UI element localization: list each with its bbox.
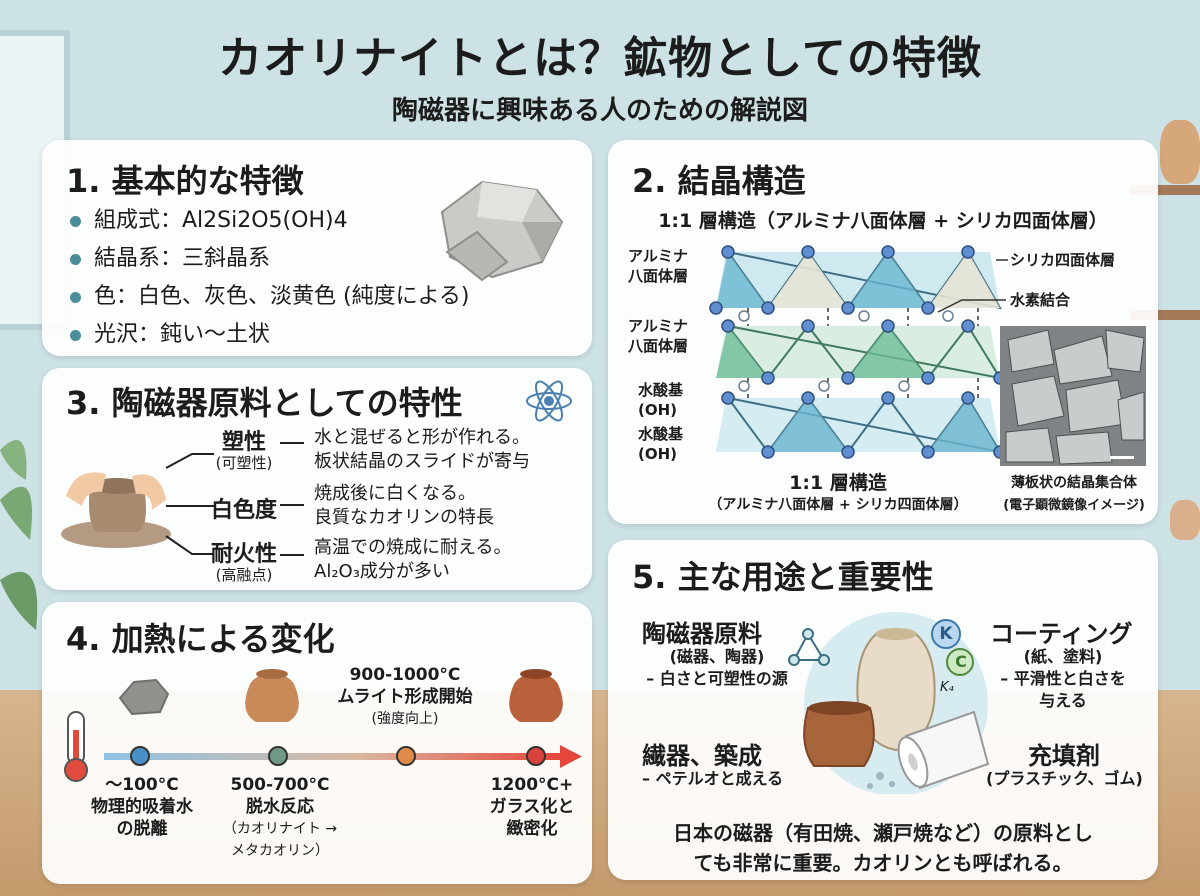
element-c-icon: C	[955, 652, 967, 671]
stage-temp: 〜100°C	[105, 775, 179, 795]
pottery-wheel-illustration	[61, 472, 171, 548]
use-title: 繊器、築成	[642, 742, 762, 770]
importance-note: 日本の磁器（有田焼、瀬戸焼など）の原料とし ても非常に重要。カオリンとも呼ばれる…	[673, 821, 1093, 875]
stage-desc: 物理的吸着水 の脱離	[91, 797, 193, 839]
structure-caption-sub: （アルミナ八面体層 + シリカ四面体層）	[708, 497, 968, 513]
background-pottery	[1170, 500, 1200, 540]
panel-ceramic-properties: 3. 陶磁器原料としての特性 塑性 (可塑性) 水と混ぜると形が作れる。 板状結…	[42, 368, 592, 590]
timeline-point	[268, 746, 288, 766]
label-hydroxyl: 水酸基 (OH)	[638, 425, 684, 463]
background-plant	[0, 440, 38, 630]
background-shelf	[1130, 185, 1200, 195]
use-desc: (磁器、陶器) – 白さと可塑性の源	[646, 647, 788, 688]
property-sub: (可塑性)	[215, 454, 273, 472]
use-title: コーティング	[990, 620, 1133, 648]
timeline-point	[526, 746, 546, 766]
stage-note: (強度向上)	[371, 711, 439, 727]
property-desc: 水と混ぜると形が作れる。 板状結晶のスライドが寄与	[314, 427, 530, 472]
label-silica-layer: シリカ四面体層	[1010, 251, 1116, 269]
element-k4-icon: K₄	[940, 680, 954, 695]
stage-label-4: 1200°C+ ガラス化と 緻密化	[472, 774, 592, 840]
property-name: 白色度	[210, 498, 277, 523]
section-title: 4. 加熱による変化	[66, 620, 335, 658]
stage-temp: 500-700°C	[230, 775, 330, 795]
label-hydroxyl: 水酸基 (OH)	[638, 381, 684, 419]
dash-divider	[280, 504, 304, 506]
page-subtitle: 陶磁器に興味ある人のための解説図	[391, 96, 808, 126]
panel-crystal-structure: 2. 結晶構造 1:1 層構造（アルミナ八面体層 + シリカ四面体層）	[608, 140, 1158, 524]
use-title: 陶磁器原料	[642, 620, 762, 648]
section-title: 2. 結晶構造	[632, 162, 806, 200]
stage-temp: 900-1000°C	[349, 665, 461, 685]
heating-timeline-graphic	[64, 669, 582, 782]
structure-caption: 1:1 層構造	[789, 472, 887, 494]
page-title: カオリナイトとは？鉱物としての特徴	[218, 33, 982, 84]
use-desc: – ペテルオと成える	[642, 769, 784, 788]
use-title: 充填剤	[1028, 742, 1100, 770]
feature-list: 組成式：Al2Si2O5(OH)4 結晶系：三斜晶系 色：白色、灰色、淡黄色 (…	[70, 202, 470, 354]
label-hydrogen-bond: 水素結合	[1010, 291, 1071, 309]
property-desc: 焼成後に白くなる。 良質なカオリンの特長	[314, 483, 494, 528]
sem-caption: 薄板状の結晶集合体	[1011, 475, 1137, 491]
section-title: 1. 基本的な特徴	[66, 162, 304, 200]
feature-item: 結晶系：三斜晶系	[70, 240, 470, 278]
stage-label-3: 900-1000°C ムライト形成開始 (強度向上)	[320, 664, 490, 730]
property-desc: 高温での焼成に耐える。 Al₂O₃成分が多い	[314, 537, 512, 582]
use-desc: (プラスチック、ゴム)	[986, 769, 1143, 788]
label-alumina-layer: アルミナ 八面体層	[628, 247, 689, 285]
panel-uses: 5. 主な用途と重要性 K C K₄ 陶磁器原料 (磁器、陶器) – 白さと可塑…	[608, 540, 1158, 880]
panel-basic-features: 1. 基本的な特徴 組成式：Al2Si2O5(OH)4 結晶系：三斜晶系 色：白…	[42, 140, 592, 356]
feature-item: 色：白色、灰色、淡黄色 (純度による)	[70, 278, 470, 316]
stage-note: （カオリナイト → メタカオリン）	[222, 821, 338, 859]
stage-temp: 1200°C+	[490, 775, 574, 795]
timeline-point	[130, 746, 150, 766]
timeline-point	[396, 746, 416, 766]
uses-illustration	[788, 612, 990, 794]
section-title: 3. 陶磁器原料としての特性	[66, 384, 463, 422]
connector-lines	[165, 453, 214, 555]
dash-divider	[280, 442, 304, 444]
property-name: 塑性	[221, 430, 266, 455]
stage-desc: ムライト形成開始	[337, 687, 473, 707]
atom-icon	[526, 380, 572, 422]
timeline-points	[130, 746, 546, 766]
sem-caption-sub: (電子顕微鏡像イメージ)	[1003, 498, 1145, 513]
label-alumina-layer: アルミナ 八面体層	[628, 317, 689, 355]
structure-heading: 1:1 層構造（アルミナ八面体層 + シリカ四面体層）	[658, 210, 1108, 232]
layer-structure-diagram	[709, 245, 1146, 466]
stage-desc: ガラス化と 緻密化	[489, 797, 575, 839]
feature-item: 光沢：鈍い〜土状	[70, 316, 470, 354]
background-shelf	[1130, 310, 1200, 320]
property-sub: (高融点)	[215, 566, 273, 584]
feature-item: 組成式：Al2Si2O5(OH)4	[70, 202, 470, 240]
dash-divider	[280, 554, 304, 556]
kaolinite-rock-illustration	[440, 180, 564, 282]
stage-label-1: 〜100°C 物理的吸着水 の脱離	[72, 774, 212, 840]
section-title: 5. 主な用途と重要性	[632, 558, 934, 596]
element-k-icon: K	[939, 624, 953, 644]
stage-label-2: 500-700°C 脱水反応 （カオリナイト → メタカオリン）	[210, 774, 350, 862]
use-desc: (紙、塗料) – 平滑性と白さを 与える	[1000, 647, 1126, 710]
background-pottery	[1160, 120, 1200, 184]
panel-heating-changes: 4. 加熱による変化 〜100°C 物理的吸着水 の脱離 500-700°C 脱…	[42, 602, 592, 884]
property-name: 耐火性	[210, 542, 277, 567]
stage-desc: 脱水反応	[246, 797, 314, 817]
